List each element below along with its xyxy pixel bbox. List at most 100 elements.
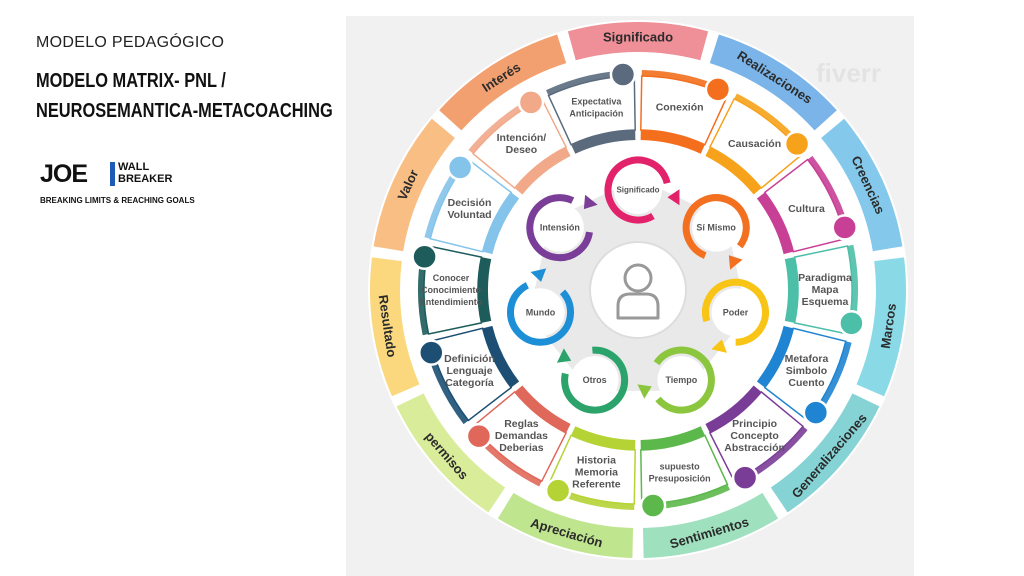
inner-circle-2 bbox=[711, 288, 760, 337]
outer-band-2 bbox=[821, 118, 903, 252]
segment-card-12 bbox=[471, 97, 568, 190]
watermark: fiverr bbox=[816, 58, 881, 88]
segment-card-4 bbox=[763, 327, 847, 422]
segment-edge-11 bbox=[424, 155, 469, 239]
logo-joe-text: JOE bbox=[40, 160, 88, 188]
segment-dot-3 bbox=[838, 310, 865, 337]
segment-label-6: supuesto bbox=[660, 461, 701, 471]
logo-tagline: BREAKING LIMITS & REACHING GOALS bbox=[40, 196, 195, 205]
inner-label-2: Poder bbox=[723, 307, 749, 317]
logo-bar-icon bbox=[110, 162, 115, 186]
segment-dot-8 bbox=[465, 422, 493, 450]
logo-wall: WALL bbox=[118, 161, 150, 173]
segment-label-10: Conocer bbox=[433, 273, 470, 283]
segment-dot-6 bbox=[639, 492, 667, 519]
segment-label-8: Demandas bbox=[495, 430, 548, 442]
outer-band-10 bbox=[439, 34, 567, 131]
segment-card-9 bbox=[429, 327, 513, 422]
inner-arrow-4 bbox=[556, 348, 572, 363]
segment-edge-4 bbox=[807, 341, 852, 425]
segment-label-12: Deseo bbox=[506, 144, 538, 156]
segment-rail-3 bbox=[784, 257, 798, 323]
inner-label-3: Tiempo bbox=[665, 375, 697, 385]
segment-label-11: Decisión bbox=[448, 197, 492, 209]
outer-band-5 bbox=[642, 492, 779, 558]
inner-circle-6 bbox=[535, 203, 584, 252]
segment-card-8 bbox=[471, 390, 568, 483]
inner-ring-1 bbox=[682, 194, 750, 262]
segment-edge-7 bbox=[546, 484, 635, 510]
inner-label-5: Mundo bbox=[526, 307, 556, 317]
segment-rail-7 bbox=[571, 426, 636, 450]
segment-rail-2 bbox=[756, 192, 794, 255]
segment-label-9: Definición bbox=[444, 353, 495, 365]
segment-label-0: Conexión bbox=[656, 102, 704, 114]
segment-dot-1 bbox=[783, 130, 811, 158]
segment-card-11 bbox=[429, 158, 513, 253]
inner-arrow-1 bbox=[728, 255, 743, 270]
segment-dot-0 bbox=[704, 76, 732, 103]
inner-label-6: Intensión bbox=[540, 223, 580, 233]
inner-circle-0 bbox=[614, 166, 662, 214]
segment-label-4: Simbolo bbox=[786, 365, 827, 377]
segment-card-10 bbox=[423, 245, 483, 335]
segment-rail-12 bbox=[514, 147, 571, 195]
segment-label-2: Cultura bbox=[788, 203, 825, 215]
matrix-diagram: SignificadoRealizacionesCreenciasMarcosG… bbox=[368, 20, 908, 560]
outer-band-0 bbox=[567, 22, 709, 61]
segment-rail-10 bbox=[478, 257, 492, 323]
inner-ring-2 bbox=[701, 278, 769, 346]
outer-band-9 bbox=[373, 118, 455, 252]
segment-label-11: Voluntad bbox=[447, 209, 491, 221]
segment-rail-9 bbox=[482, 325, 520, 388]
segment-card-2 bbox=[763, 158, 847, 253]
segment-label-13: Expectativa bbox=[571, 97, 622, 107]
segment-label-7: Referente bbox=[572, 478, 621, 490]
inner-ring-6 bbox=[526, 194, 594, 262]
outer-band-1 bbox=[709, 34, 837, 131]
title-line-2: NEUROSEMANTICA-METACOACHING bbox=[36, 100, 333, 122]
outer-band-7 bbox=[396, 393, 506, 513]
segment-dot-4 bbox=[802, 399, 830, 426]
segment-label-9: Lenguaje bbox=[446, 365, 492, 377]
person-icon bbox=[616, 263, 660, 320]
segment-label-8: Reglas bbox=[504, 418, 539, 430]
page-title: MODELO MATRIX- PNL / NEUROSEMANTICA-META… bbox=[36, 66, 333, 126]
segment-dot-5 bbox=[731, 464, 759, 491]
inner-arrow-6 bbox=[583, 194, 598, 210]
segment-label-10: Conocimiento bbox=[421, 285, 482, 295]
inner-arrow-5 bbox=[530, 268, 547, 282]
segment-card-3 bbox=[793, 245, 853, 335]
segment-rail-1 bbox=[705, 147, 762, 195]
outer-band-3 bbox=[856, 257, 906, 397]
brand-logo: JOE WALL BREAKER BREAKING LIMITS & REACH… bbox=[40, 158, 210, 210]
segment-ring: ConexiónCausaciónCulturaParadigmaMapaEsq… bbox=[411, 61, 865, 519]
inner-ring-5 bbox=[507, 278, 575, 346]
segment-label-7: Memoria bbox=[575, 466, 618, 478]
segment-dot-9 bbox=[418, 339, 445, 366]
inner-label-0: Significado bbox=[616, 186, 659, 195]
outer-band-6 bbox=[497, 492, 634, 558]
segment-rail-8 bbox=[514, 385, 571, 433]
segment-dot-12 bbox=[517, 89, 545, 116]
segment-card-6 bbox=[640, 434, 729, 505]
outer-band-4 bbox=[770, 393, 880, 513]
segment-label-9: Categoría bbox=[445, 377, 494, 389]
segment-dot-13 bbox=[609, 61, 637, 88]
segment-card-13 bbox=[547, 75, 636, 146]
page-subtitle: MODELO PEDAGÓGICO bbox=[36, 34, 225, 51]
segment-label-8: Deberias bbox=[499, 442, 544, 454]
segment-label-6: Presuposición bbox=[649, 473, 711, 483]
segment-label-3: Esquema bbox=[802, 296, 849, 308]
segment-label-1: Causación bbox=[728, 138, 781, 150]
segment-label-5: Concepto bbox=[730, 430, 778, 442]
inner-arrow-3 bbox=[637, 384, 652, 399]
inner-circle-3 bbox=[657, 356, 706, 405]
segment-label-4: Metafora bbox=[785, 353, 829, 365]
segment-label-10: Entendimiento bbox=[420, 297, 483, 307]
segment-card-1 bbox=[708, 97, 805, 190]
inner-arrow-0 bbox=[667, 189, 680, 206]
segment-dot-2 bbox=[831, 214, 858, 241]
segment-rail-0 bbox=[640, 130, 705, 154]
